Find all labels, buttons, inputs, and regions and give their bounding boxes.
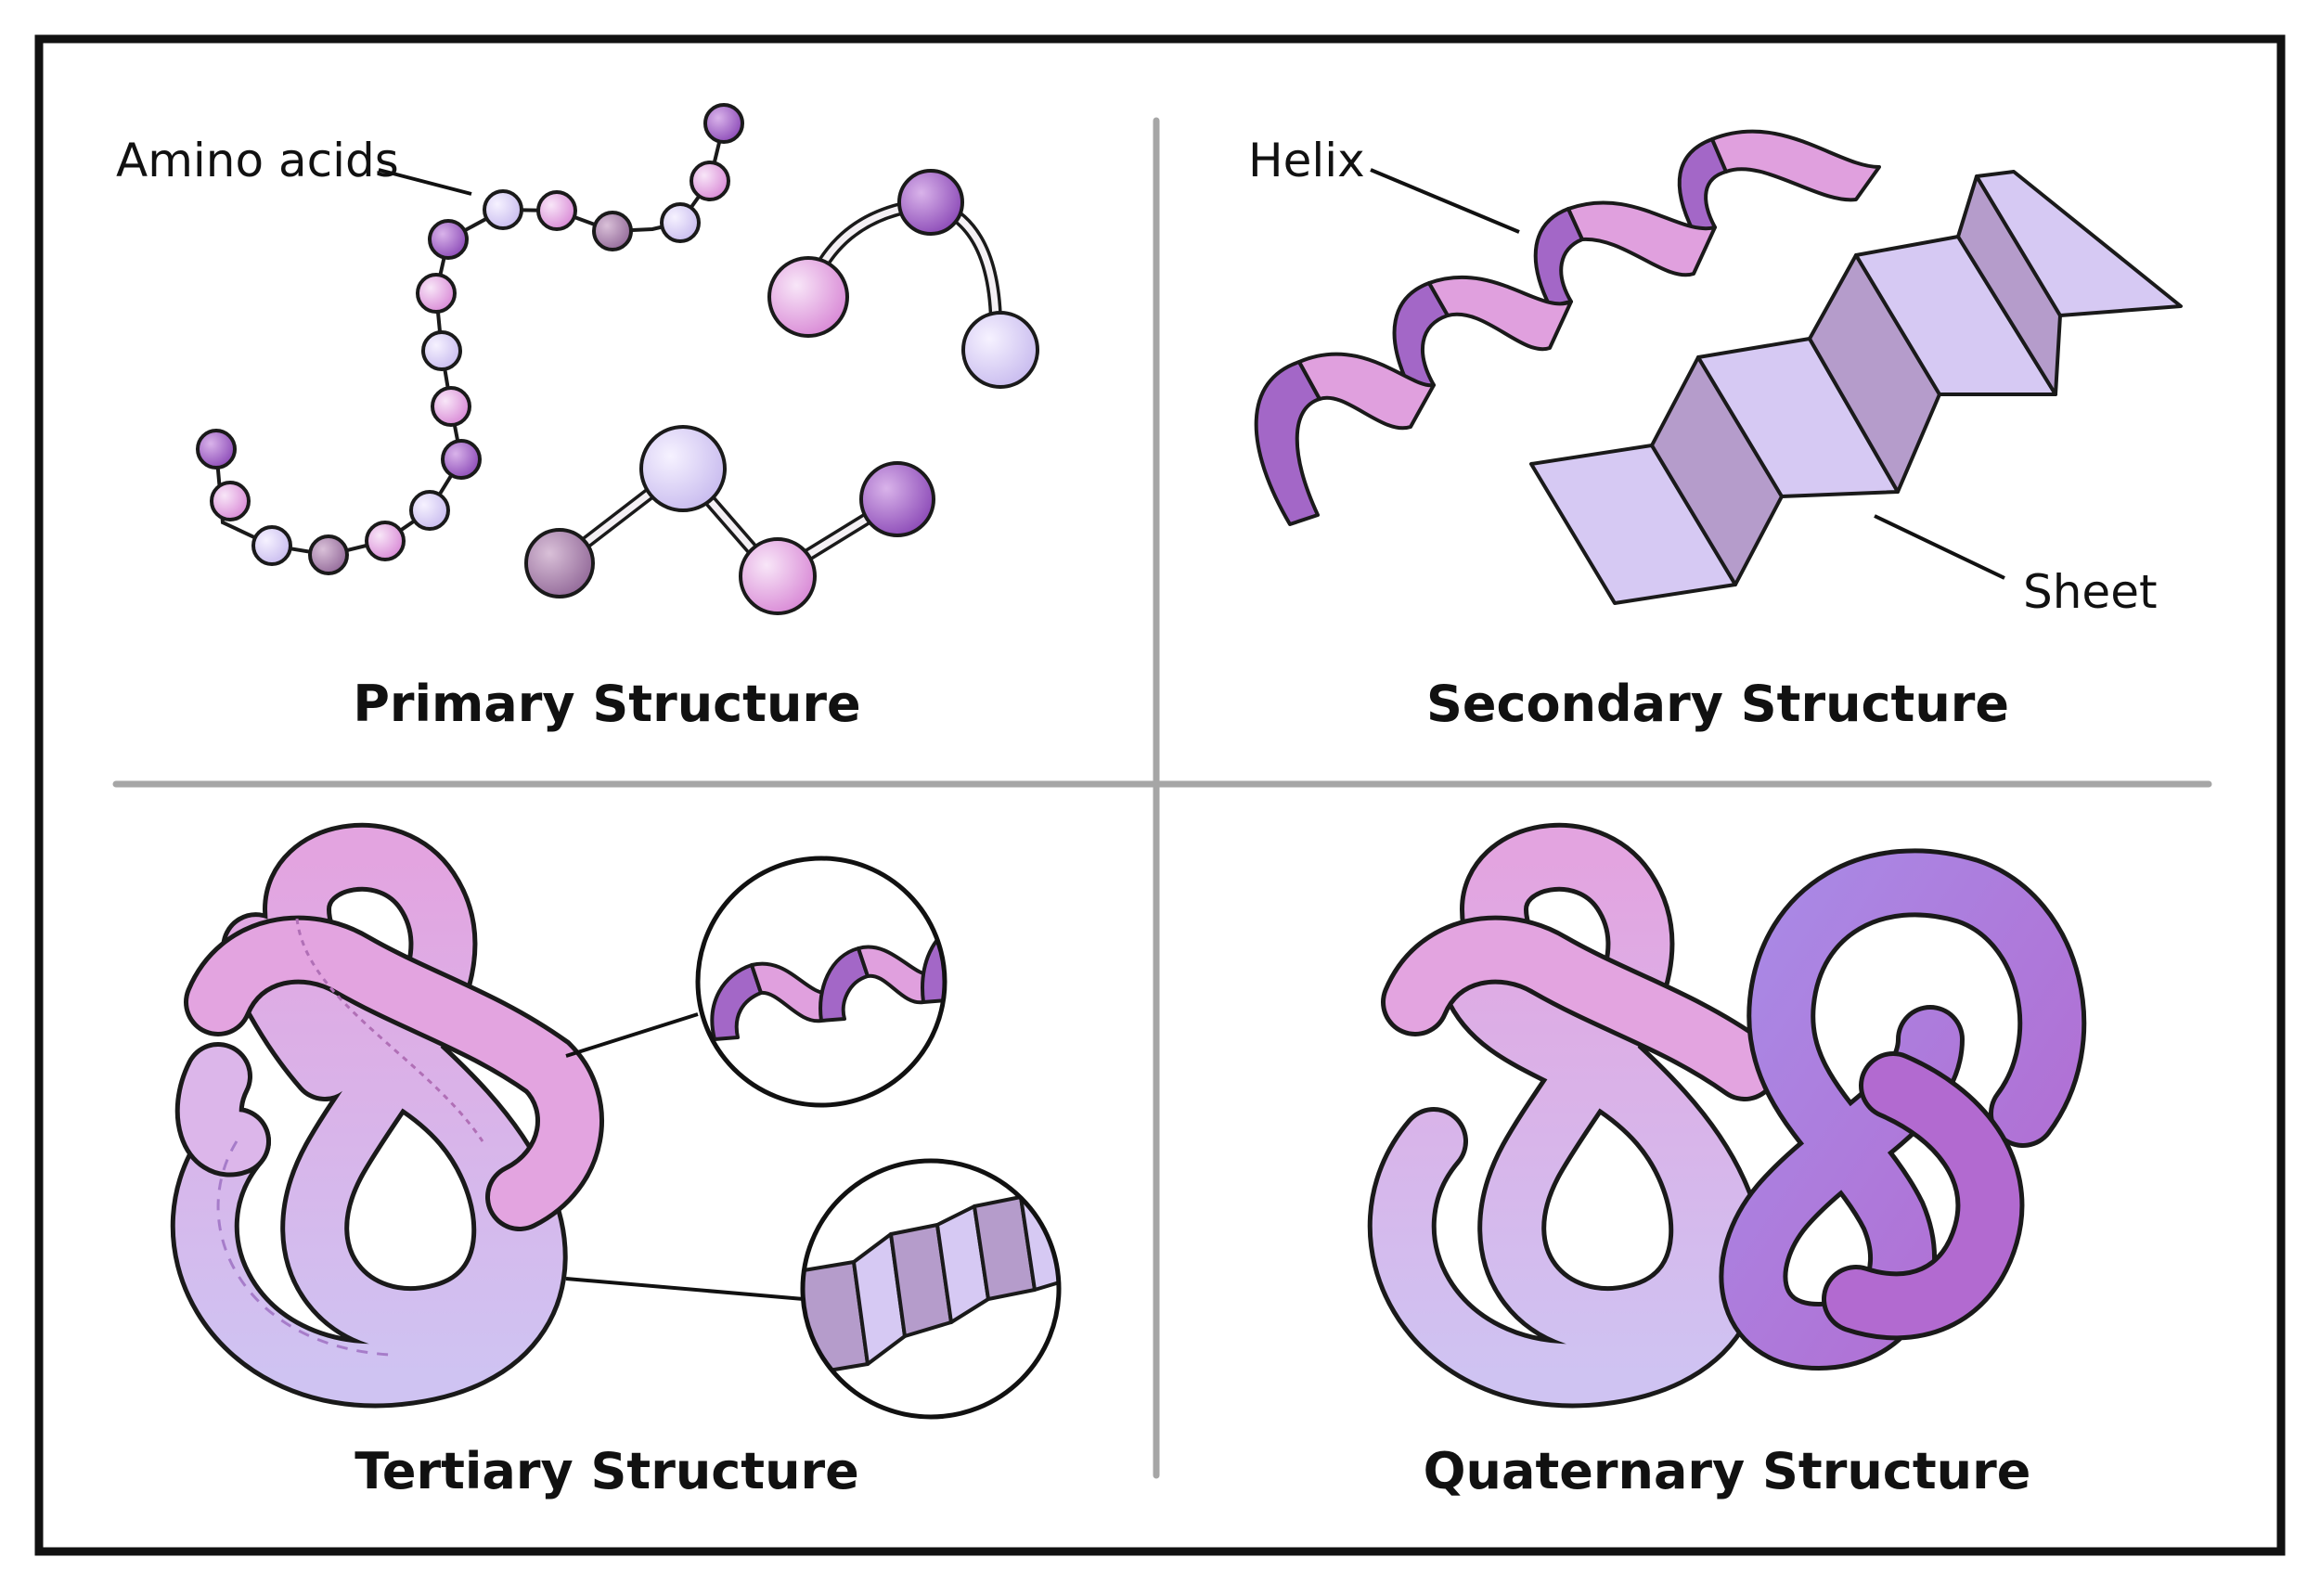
helix-label: Helix (1248, 134, 1365, 187)
quaternary-structure-title: Quaternary Structure (1424, 1442, 2031, 1500)
amino-acids-label: Amino acids (116, 134, 399, 187)
secondary-structure-title: Secondary Structure (1426, 675, 2009, 733)
primary-structure-title: Primary Structure (353, 675, 860, 733)
sheet-label: Sheet (2023, 565, 2158, 619)
tertiary-structure-title: Tertiary Structure (354, 1442, 859, 1500)
